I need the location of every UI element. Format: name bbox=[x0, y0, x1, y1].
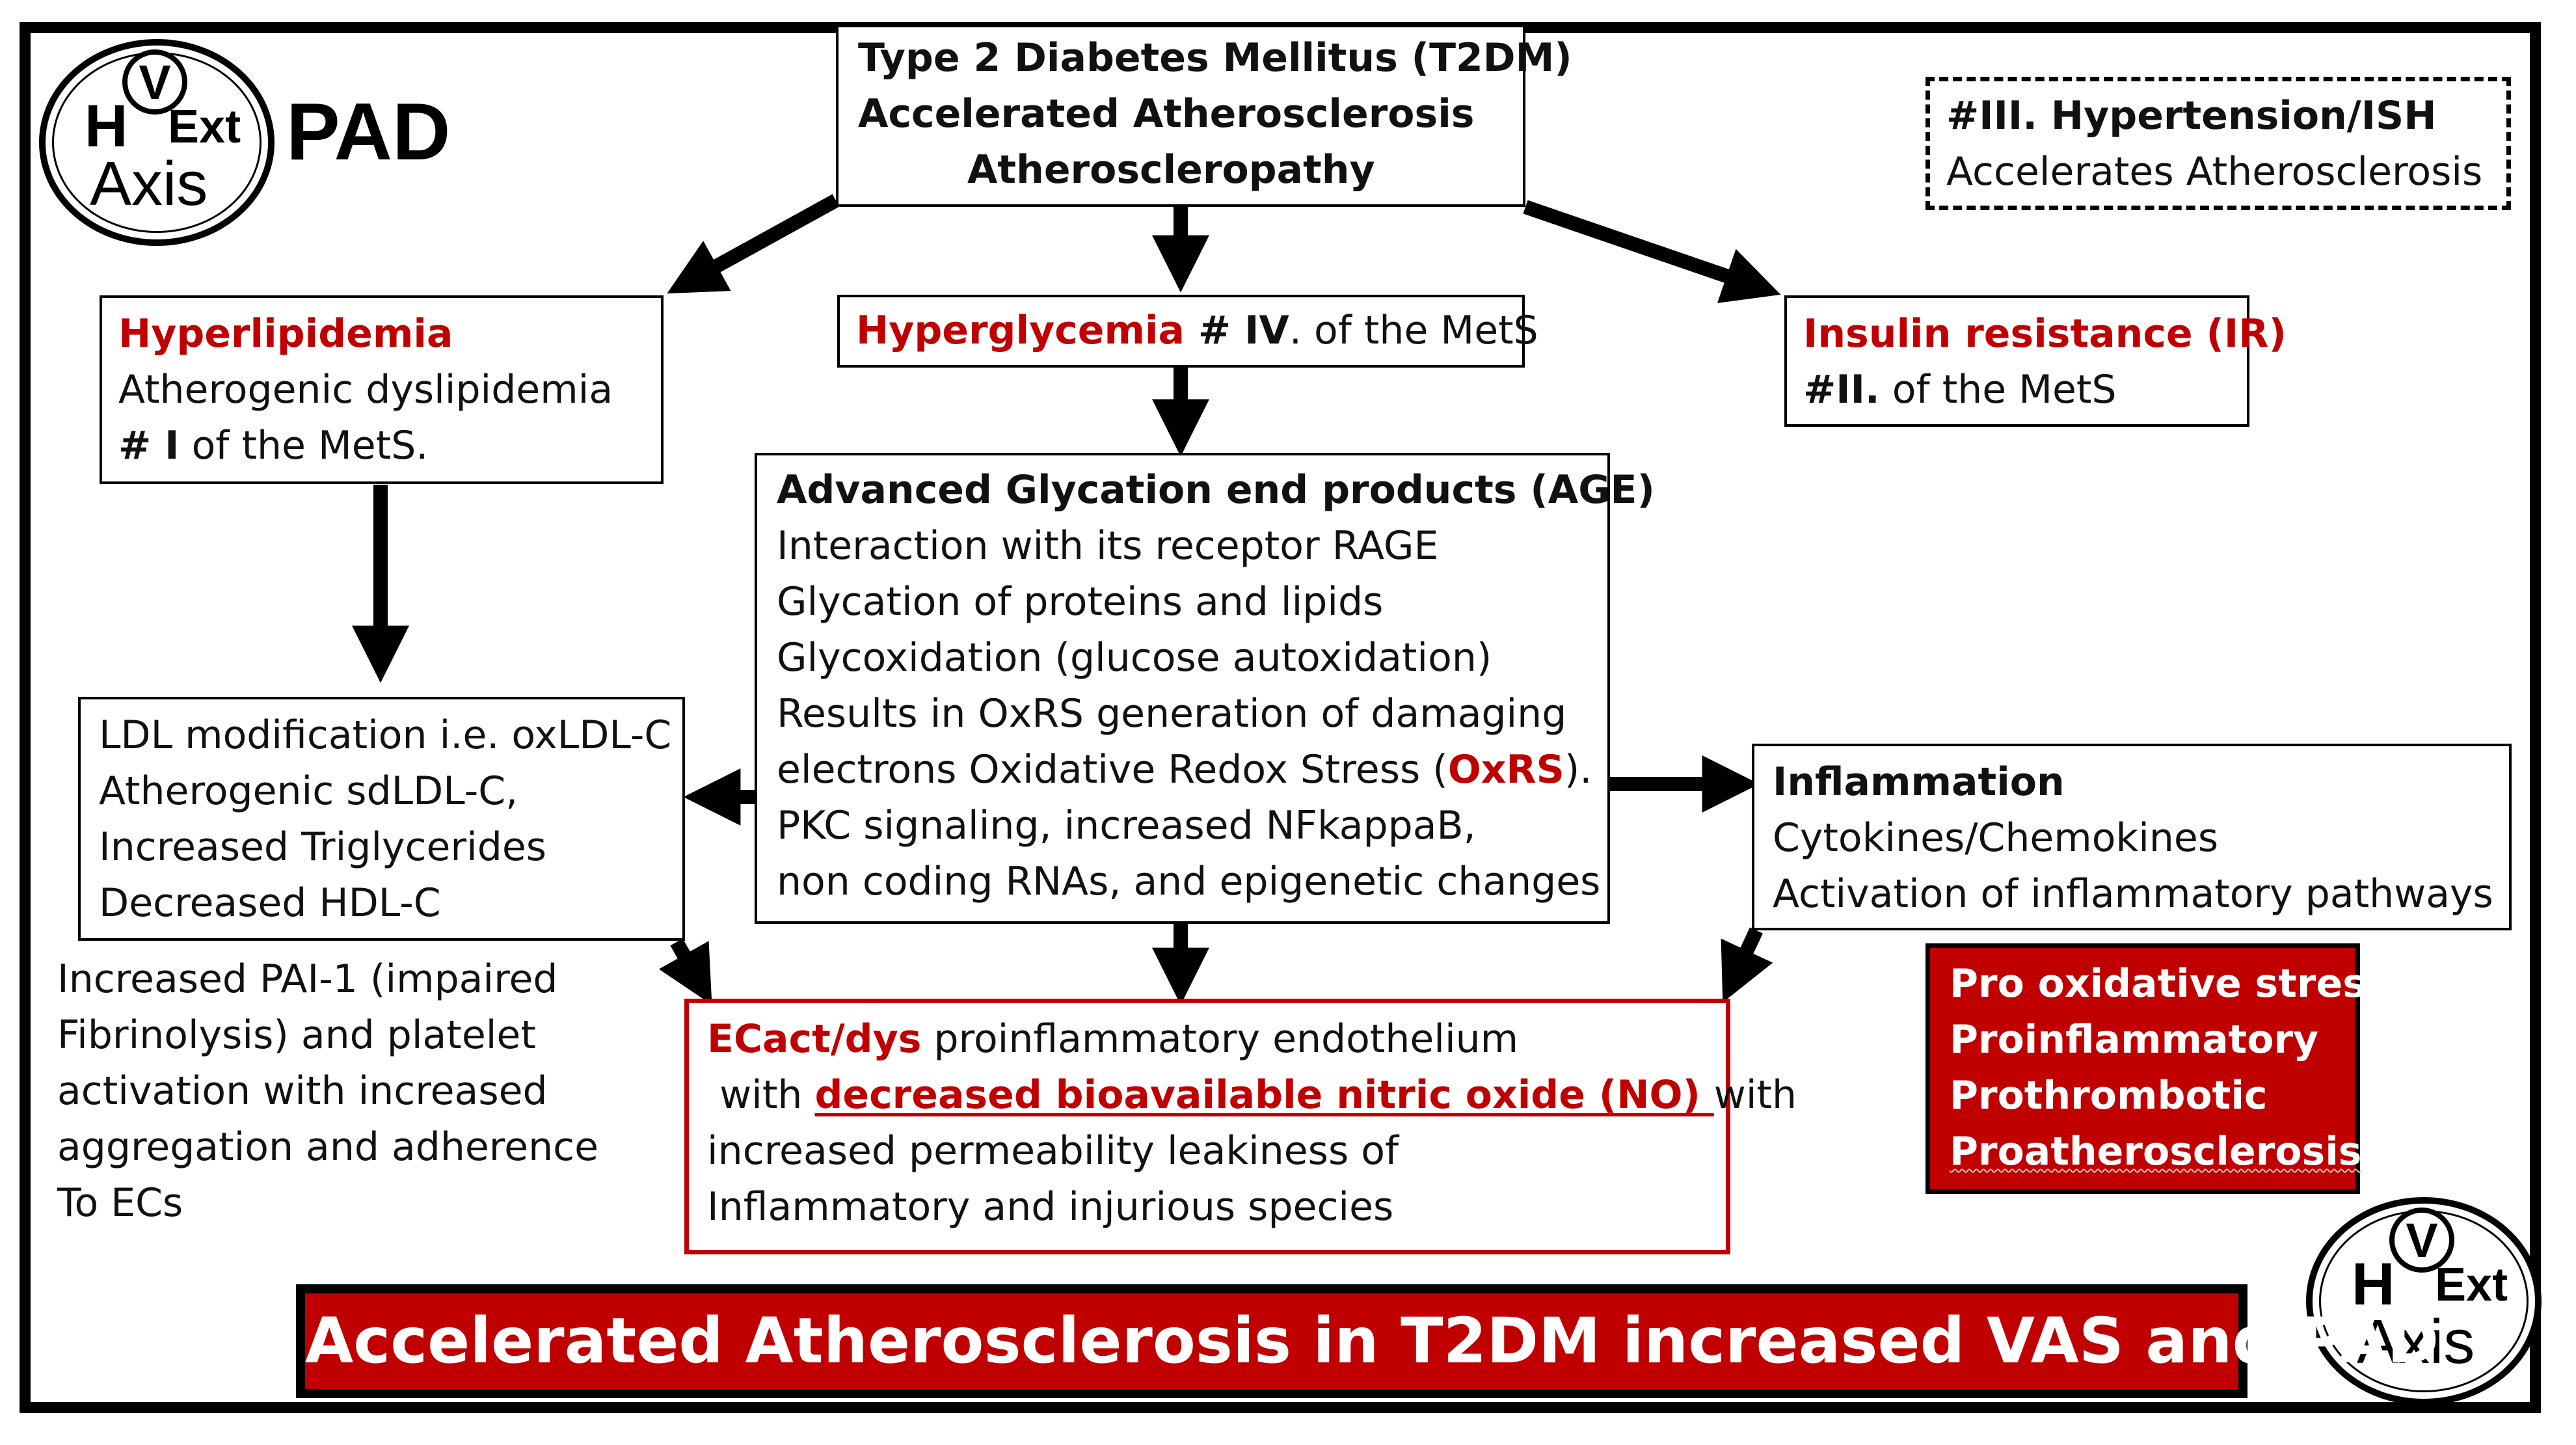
ecact-no-text: decreased bioavailable nitric oxide (NO) bbox=[814, 1072, 1714, 1118]
hyperlipidemia-line2: Atherogenic dyslipidemia bbox=[118, 367, 613, 412]
hyperglycemia-box: Hyperglycemia # IV. of the MetS bbox=[837, 295, 1538, 368]
t2dm-box: Type 2 Diabetes Mellitus (T2DM) Accelera… bbox=[836, 25, 1572, 207]
pai-line4: aggregation and adherence bbox=[57, 1124, 599, 1170]
age-line6-pre: electrons Oxidative Redox Stress ( bbox=[777, 747, 1448, 792]
age-line4: Glycoxidation (glucose autoxidation) bbox=[777, 635, 1492, 681]
ecact-line2-post: with bbox=[1713, 1072, 1797, 1118]
pai-text: Increased PAI-1 (impaired Fibrinolysis) … bbox=[57, 951, 598, 1231]
ldl-line2: Atherogenic sdLDL-C, bbox=[99, 768, 518, 814]
ecact-title: ECact/dys bbox=[707, 1016, 922, 1062]
hypertension-box: #III. Hypertension/ISH Accelerates Ather… bbox=[1925, 77, 2511, 210]
hyperglycemia-number: # IV bbox=[1185, 308, 1289, 353]
inflammation-line3: Activation of inflammatory pathways bbox=[1773, 871, 2493, 917]
hyperglycemia-title: Hyperglycemia bbox=[856, 308, 1185, 353]
logo-h: H bbox=[85, 93, 128, 159]
ecact-box: ECact/dys proinflammatory endothelium wi… bbox=[684, 999, 1797, 1254]
t2dm-line2: Accelerated Atherosclerosis bbox=[858, 91, 1475, 137]
age-box: Advanced Glycation end products (AGE) In… bbox=[755, 453, 1655, 924]
pro-risk-box: Pro oxidative stress Proinflammatory Pro… bbox=[1925, 943, 2389, 1194]
logo-v: V bbox=[2389, 1208, 2454, 1273]
pro-line4: Proatherosclerosis bbox=[1950, 1129, 2362, 1174]
hyperlipidemia-box: Hyperlipidemia Atherogenic dyslipidemia … bbox=[100, 295, 664, 484]
ldl-box: LDL modification i.e. oxLDL-C Atherogeni… bbox=[78, 697, 685, 941]
arrow-t2dm-to-insulin bbox=[1523, 200, 1781, 303]
logo-ext: Ext bbox=[2435, 1259, 2508, 1311]
age-line5: Results in OxRS generation of damaging bbox=[777, 691, 1567, 736]
outer-frame bbox=[20, 22, 2541, 1413]
hypertension-line2: Accelerates Atherosclerosis bbox=[1946, 149, 2483, 195]
hyperlipidemia-metS-text: of the MetS. bbox=[179, 423, 429, 468]
arrow-ldl-to-ecact bbox=[658, 938, 712, 1005]
age-line8: non coding RNAs, and epigenetic changes bbox=[777, 859, 1601, 904]
pad-label: PAD bbox=[286, 87, 451, 177]
logo-axis: Axis bbox=[2357, 1307, 2475, 1377]
age-line6-post: ). bbox=[1564, 747, 1592, 792]
hvext-axis-logo-bottom: V H Ext Axis bbox=[2306, 1197, 2542, 1405]
hyperlipidemia-metS-number: # I bbox=[118, 423, 180, 468]
age-title: Advanced Glycation end products (AGE) bbox=[777, 467, 1655, 513]
logo-h: H bbox=[2352, 1251, 2395, 1317]
ecact-line2-pre: with bbox=[707, 1072, 815, 1118]
ecact-line1-rest: proinflammatory endothelium bbox=[921, 1016, 1519, 1062]
t2dm-line1: Type 2 Diabetes Mellitus (T2DM) bbox=[858, 35, 1572, 81]
logo-ext: Ext bbox=[168, 101, 241, 153]
insulin-resistance-box: Insulin resistance (IR) #II. of the MetS bbox=[1784, 295, 2287, 427]
insulin-title: Insulin resistance (IR) bbox=[1803, 311, 2287, 357]
ldl-line1: LDL modification i.e. oxLDL-C bbox=[99, 712, 672, 758]
age-line2: Interaction with its receptor RAGE bbox=[777, 523, 1439, 569]
ecact-line3: increased permeability leakiness of bbox=[707, 1128, 1399, 1174]
hyperglycemia-rest: . of the MetS bbox=[1289, 308, 1538, 353]
age-oxrs: OxRS bbox=[1447, 747, 1564, 792]
hvext-axis-logo: V H Ext Axis bbox=[39, 39, 275, 246]
inflammation-line2: Cytokines/Chemokines bbox=[1773, 815, 2219, 861]
hypertension-line1: #III. Hypertension/ISH bbox=[1946, 93, 2437, 139]
logo-axis: Axis bbox=[90, 149, 208, 219]
insulin-metS-number: #II. bbox=[1803, 367, 1880, 412]
pai-line5: To ECs bbox=[57, 1180, 183, 1226]
pro-line1: Pro oxidative stress bbox=[1950, 961, 2389, 1006]
pai-line2: Fibrinolysis) and platelet bbox=[57, 1012, 536, 1058]
ecact-line4: Inflammatory and injurious species bbox=[707, 1184, 1394, 1230]
pro-line3: Prothrombotic bbox=[1950, 1073, 2268, 1118]
ldl-line3: Increased Triglycerides bbox=[99, 824, 547, 870]
inflammation-box: Inflammation Cytokines/Chemokines Activa… bbox=[1752, 744, 2512, 930]
pro-line2: Proinflammatory bbox=[1950, 1017, 2319, 1062]
age-line3: Glycation of proteins and lipids bbox=[777, 579, 1384, 625]
inflammation-title: Inflammation bbox=[1773, 759, 2065, 805]
t2dm-line3: Atheroscleropathy bbox=[967, 147, 1375, 193]
ldl-line4: Decreased HDL-C bbox=[99, 880, 441, 926]
insulin-metS-text: of the MetS bbox=[1879, 367, 2117, 412]
pai-line3: activation with increased bbox=[57, 1068, 548, 1114]
arrow-t2dm-to-hyperlipidemia bbox=[667, 194, 840, 294]
age-line7: PKC signaling, increased NFkappaB, bbox=[777, 803, 1476, 848]
hyperlipidemia-title: Hyperlipidemia bbox=[118, 311, 453, 357]
logo-v: V bbox=[122, 49, 187, 115]
conclusion-banner: Accelerated Atherosclerosis in T2DM incr… bbox=[296, 1284, 2439, 1398]
arrow-inflammation-to-ecact bbox=[1721, 927, 1773, 1003]
pai-line1: Increased PAI-1 (impaired bbox=[57, 956, 558, 1002]
